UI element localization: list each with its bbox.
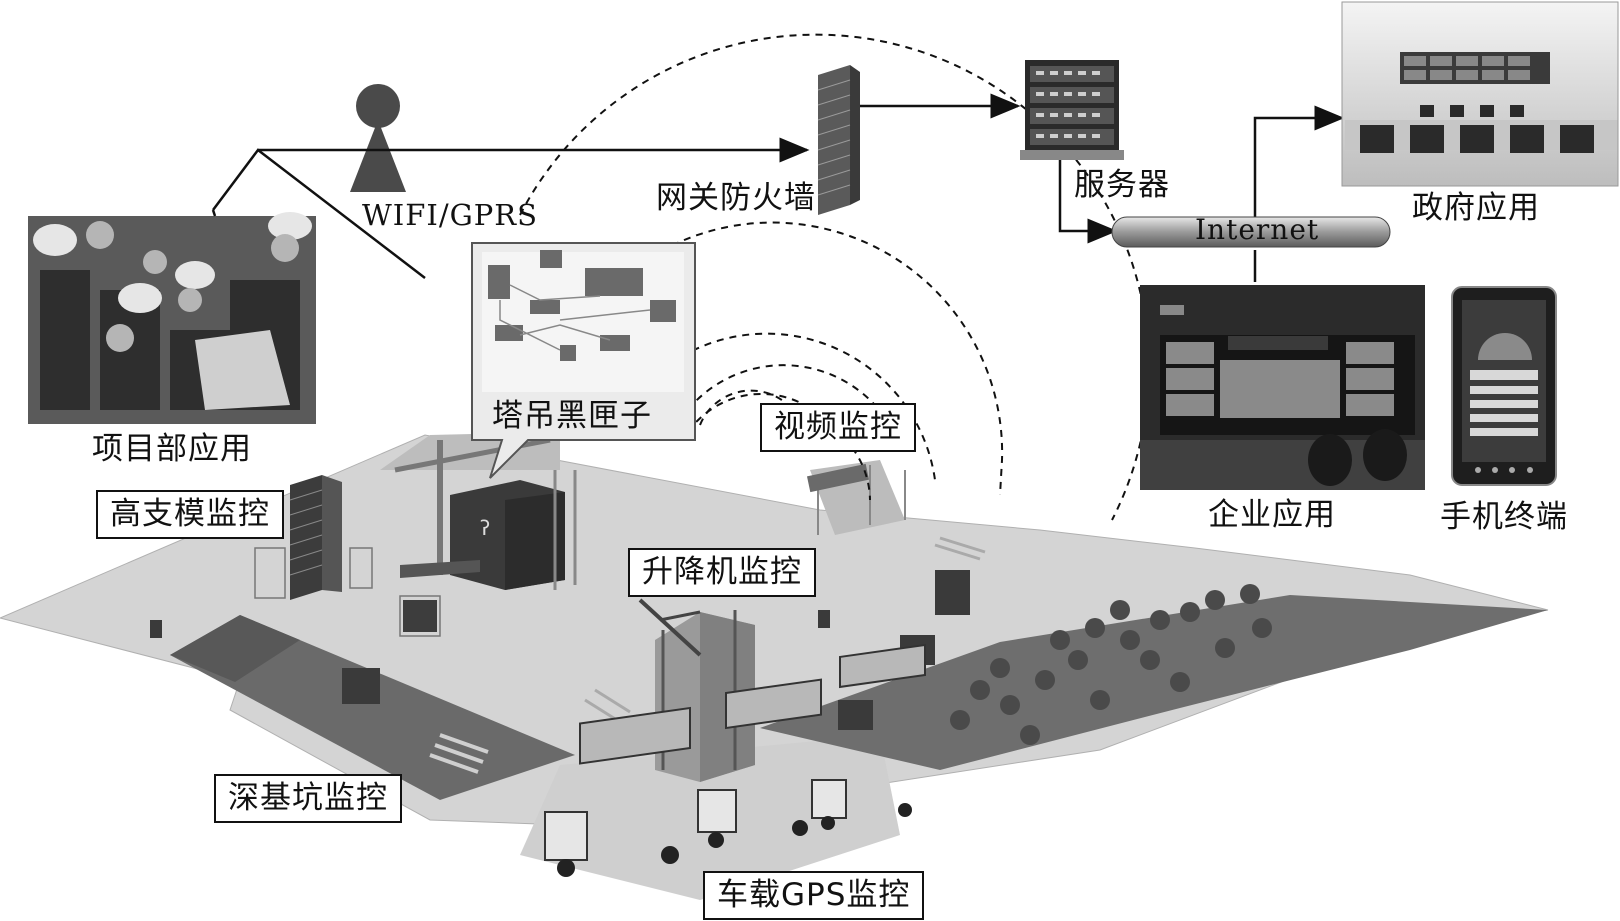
wifi-gprs-label: WIFI/GPRS bbox=[362, 198, 538, 232]
internet-label: Internet bbox=[1195, 213, 1320, 246]
internet-pipe bbox=[1111, 216, 1391, 248]
government-app-label: 政府应用 bbox=[1412, 190, 1540, 226]
formwork-monitor-label: 高支模监控 bbox=[96, 490, 284, 539]
mobile-terminal-label: 手机终端 bbox=[1440, 499, 1568, 535]
blackbox-label: 塔吊黑匣子 bbox=[492, 398, 652, 434]
pit-monitor-label: 深基坑监控 bbox=[214, 774, 402, 823]
network-lines bbox=[212, 93, 1345, 282]
antenna-icon bbox=[350, 84, 406, 192]
deep-pit bbox=[170, 615, 575, 800]
blackbox-callout bbox=[471, 242, 696, 479]
tower-crane: ʔ bbox=[394, 437, 577, 590]
firewall-icon bbox=[817, 65, 860, 215]
green-area bbox=[760, 584, 1548, 770]
gps-trucks bbox=[544, 643, 926, 877]
server-label: 服务器 bbox=[1074, 167, 1170, 203]
firewall-label: 网关防火墙 bbox=[656, 180, 816, 216]
enterprise-control-room-photo bbox=[1140, 285, 1425, 490]
project-photo bbox=[28, 212, 316, 424]
elevator-monitor-label: 升降机监控 bbox=[628, 548, 816, 597]
server-icon bbox=[1020, 60, 1124, 160]
mobile-phone-icon bbox=[1451, 286, 1557, 486]
high-formwork-building bbox=[254, 475, 441, 637]
gps-monitor-label: 车载GPS监控 bbox=[703, 871, 925, 920]
enterprise-app-label: 企业应用 bbox=[1208, 497, 1336, 533]
svg-text:ʔ: ʔ bbox=[480, 516, 490, 540]
project-app-label: 项目部应用 bbox=[92, 431, 252, 467]
video-monitor-label: 视频监控 bbox=[760, 403, 916, 452]
connector bbox=[211, 209, 217, 217]
video-monitor-site bbox=[806, 460, 986, 561]
government-control-room-photo bbox=[1341, 1, 1619, 187]
